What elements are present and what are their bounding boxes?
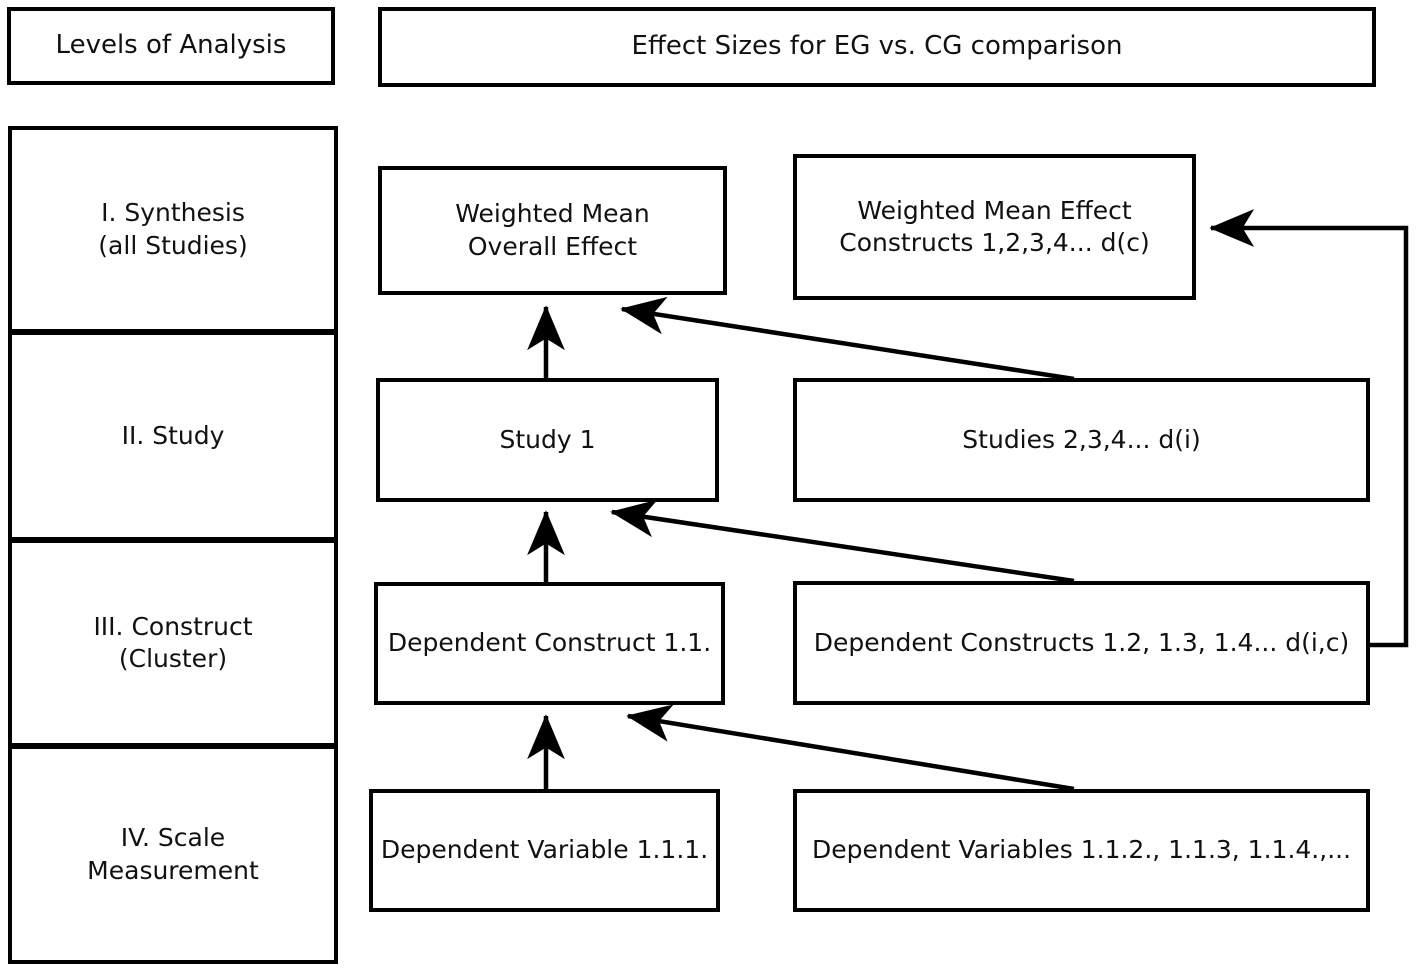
node-dependent-constructs-1-2-1-3-1-4: Dependent Constructs 1.2, 1.3, 1.4... d(… [793,581,1370,705]
node-dependent-variable-1-1-1: Dependent Variable 1.1.1. [369,789,720,912]
level-cell-synthesis: I. Synthesis (all Studies) [8,126,338,333]
connector-studies-secondary-to-synthesis [620,296,1075,382]
node-weighted-mean-overall-effect: Weighted Mean Overall Effect [378,166,727,295]
node-weighted-mean-effect-constructs: Weighted Mean Effect Constructs 1,2,3,4.… [793,154,1196,300]
level-cell-study: II. Study [8,331,338,541]
level-cell-scale-measurement: IV. Scale Measurement [8,745,338,964]
node-study-1: Study 1 [376,378,719,502]
header-levels-of-analysis: Levels of Analysis [7,7,335,85]
node-dependent-variables-1-1-2-1-1-3-1-1-4: Dependent Variables 1.1.2., 1.1.3, 1.1.4… [793,789,1370,912]
header-effect-sizes: Effect Sizes for EG vs. CG comparison [378,7,1376,87]
connector-constructs-secondary-to-study [610,499,1075,584]
node-dependent-construct-1-1: Dependent Construct 1.1. [374,582,725,705]
level-cell-construct: III. Construct (Cluster) [8,539,338,747]
node-studies-2-3-4: Studies 2,3,4... d(i) [793,378,1370,502]
connector-variables-secondary-to-construct [626,704,1075,792]
